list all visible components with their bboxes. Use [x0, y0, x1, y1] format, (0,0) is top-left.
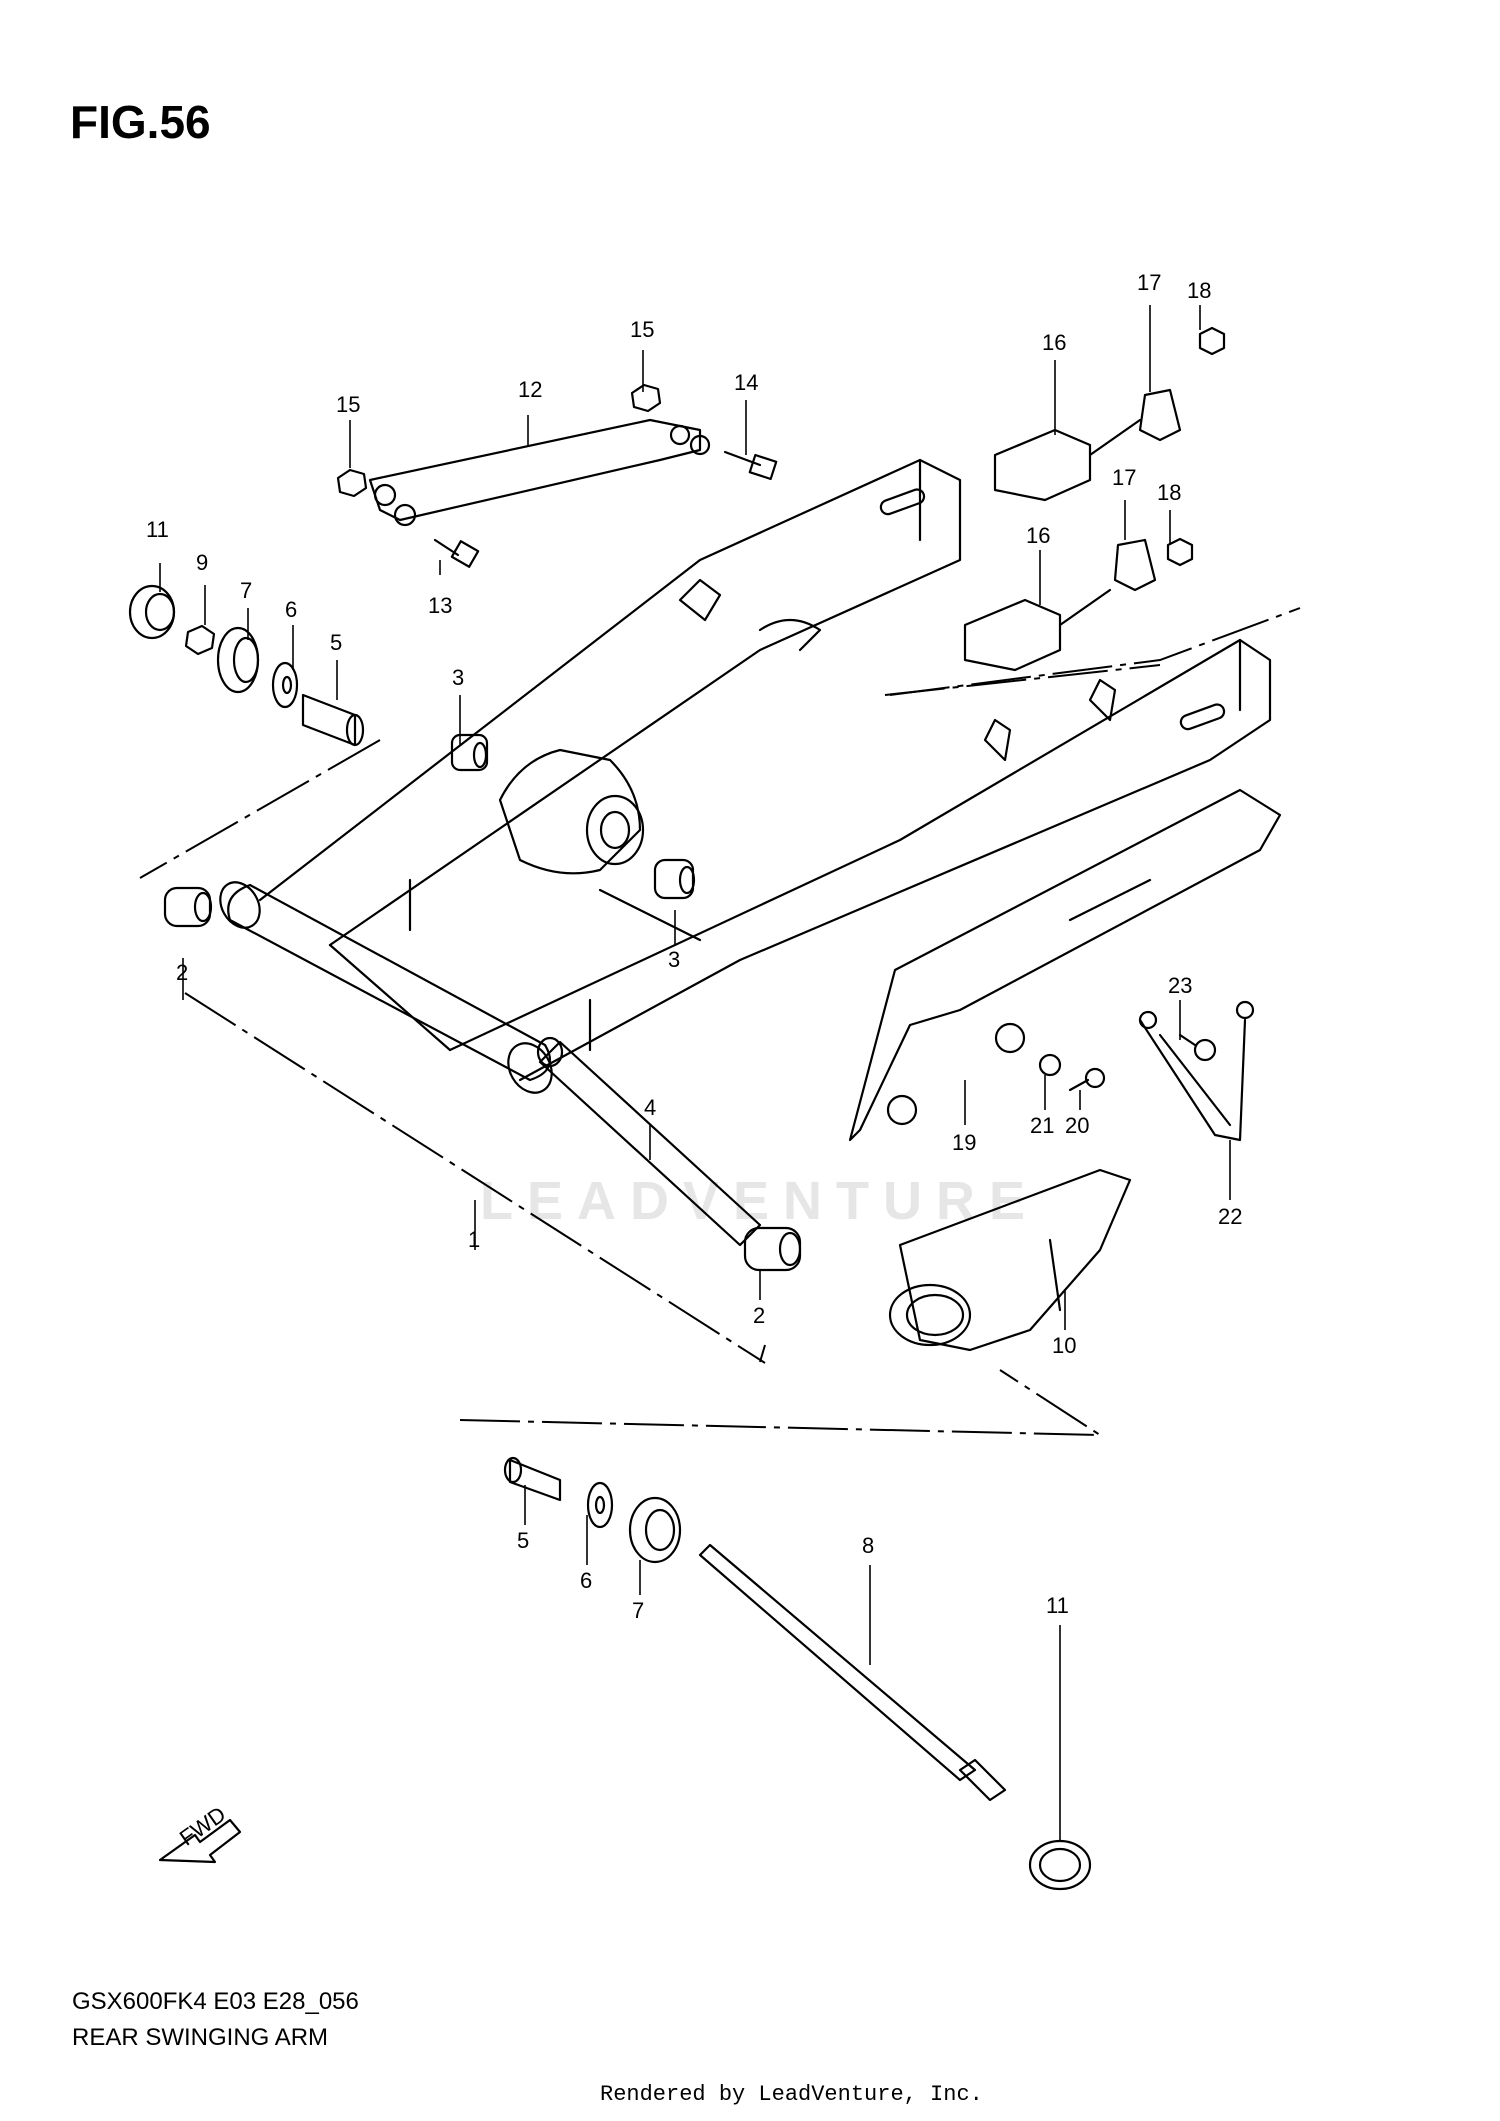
leadventure-watermark: LEADVENTURE — [480, 1171, 1040, 1231]
part-label: 21 — [1030, 1113, 1054, 1138]
bolt-23[interactable] — [1178, 1033, 1217, 1062]
part-label: 11 — [1046, 1593, 1069, 1618]
part-label: 15 — [630, 317, 654, 342]
part-label: 23 — [1168, 973, 1192, 998]
nut-18-bottom[interactable] — [1166, 537, 1194, 567]
washer-6-bottom[interactable] — [586, 1481, 614, 1529]
part-label: 5 — [330, 630, 342, 655]
part-label: 6 — [285, 597, 297, 622]
bracket-22[interactable] — [1138, 1000, 1255, 1142]
part-label: 19 — [952, 1130, 976, 1155]
spacer-5-top[interactable] — [301, 693, 365, 747]
model-code: GSX600FK4 E03 E28_056 — [72, 1988, 359, 2015]
plate-17-top[interactable] — [1138, 388, 1182, 442]
part-label: 17 — [1112, 465, 1136, 490]
dust-seal-11-top[interactable] — [128, 584, 176, 640]
bolt-13[interactable] — [433, 538, 480, 568]
bushing-3-bottom[interactable] — [653, 858, 696, 900]
plate-17-bottom[interactable] — [1113, 538, 1157, 592]
part-label: 18 — [1187, 278, 1211, 303]
part-label: 7 — [240, 578, 252, 603]
figure-title: FIG.56 — [70, 96, 211, 148]
bearing-2-left[interactable] — [163, 886, 213, 928]
nut-15-left[interactable] — [336, 468, 368, 498]
bolt-14[interactable] — [723, 450, 778, 481]
bolt-20[interactable] — [1068, 1067, 1106, 1092]
fwd-arrow-icon — [158, 1818, 242, 1864]
nut-18-top[interactable] — [1198, 326, 1226, 356]
part-label: 15 — [336, 392, 360, 417]
pivot-shaft-8[interactable] — [698, 1543, 1007, 1802]
spacer-5-bottom[interactable] — [503, 1456, 562, 1502]
part-label: 4 — [644, 1095, 656, 1120]
part-label: 7 — [632, 1598, 644, 1623]
chain-adjuster-16-bottom[interactable] — [963, 588, 1112, 672]
torque-rod[interactable] — [368, 418, 711, 527]
part-label: 14 — [734, 370, 758, 395]
bushing-3-top[interactable] — [450, 733, 489, 772]
part-label: 18 — [1157, 480, 1181, 505]
swing-arm[interactable] — [212, 458, 1272, 1101]
pivot-sleeve-4[interactable] — [536, 1036, 762, 1247]
part-label: 17 — [1137, 270, 1161, 295]
part-label: 5 — [517, 1528, 529, 1553]
part-label: 16 — [1026, 523, 1050, 548]
part-label: 16 — [1042, 330, 1066, 355]
washer-21[interactable] — [1038, 1053, 1062, 1077]
fwd-label: FWD — [175, 1801, 230, 1850]
part-label: 11 — [146, 517, 169, 542]
chain-case-19[interactable] — [848, 788, 1282, 1142]
part-label: 2 — [176, 960, 188, 985]
part-label: 20 — [1065, 1113, 1089, 1138]
bearing-2-right[interactable] — [743, 1226, 802, 1272]
bearing-7-top[interactable] — [216, 626, 260, 694]
assembly-guide-lines — [139, 607, 1301, 1437]
part-label: 3 — [668, 947, 680, 972]
rendered-by-credit: Rendered by LeadVenture, Inc. — [600, 2082, 983, 2107]
bearing-7-bottom[interactable] — [628, 1496, 682, 1564]
part-label: 3 — [452, 665, 464, 690]
dust-seal-11-bottom[interactable] — [1028, 1839, 1092, 1891]
part-label: 10 — [1052, 1333, 1076, 1358]
diagram-name: REAR SWINGING ARM — [72, 2024, 329, 2051]
washer-6-top[interactable] — [271, 661, 299, 709]
leader-lines — [159, 305, 1231, 1840]
nut-9[interactable] — [184, 624, 216, 656]
part-label: 13 — [428, 593, 452, 618]
part-label: 22 — [1218, 1204, 1242, 1229]
part-label: 1 — [468, 1227, 480, 1252]
part-label: 9 — [196, 550, 208, 575]
part-label: 6 — [580, 1568, 592, 1593]
nut-15-top[interactable] — [630, 383, 662, 413]
chain-guide-10[interactable] — [888, 1168, 1132, 1352]
part-label: 2 — [753, 1303, 765, 1328]
part-label: 8 — [862, 1533, 874, 1558]
part-label: 12 — [518, 377, 542, 402]
